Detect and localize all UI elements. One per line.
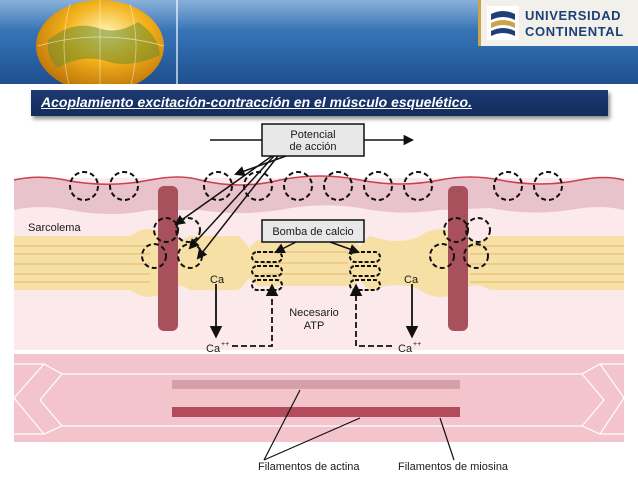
globe-logo <box>36 0 178 84</box>
logo-text-line2: CONTINENTAL <box>525 24 624 39</box>
myosin-filament-bar <box>172 407 460 417</box>
sarcolemma-edge <box>13 175 625 186</box>
label-ca-ion-left: Ca <box>206 343 221 355</box>
calcium-release-arrows <box>209 284 419 339</box>
university-logo: UNIVERSIDAD CONTINENTAL <box>478 0 638 46</box>
t-tubule-left <box>158 186 178 331</box>
label-filamentos-actina: Filamentos de actina <box>258 461 360 473</box>
muscle-diagram: Potencial de acción Sarcolema Bomba de c… <box>13 123 625 473</box>
actin-filament-bar <box>172 380 460 389</box>
action-potential-loops <box>69 171 563 269</box>
calcium-pump-pointer-arrows <box>274 241 360 255</box>
reticulum-tubules <box>14 245 624 283</box>
t-tubule-right <box>448 186 468 331</box>
logo-text-line1: UNIVERSIDAD <box>525 8 622 23</box>
action-potential-pointer-arrows <box>174 155 287 260</box>
label-potencial-2: de acción <box>289 141 336 153</box>
label-filamentos-miosina: Filamentos de miosina <box>398 461 509 473</box>
calcium-pump-left <box>251 251 283 291</box>
label-ca-ion-right: Ca <box>398 343 413 355</box>
label-charge-right: ++ <box>413 341 421 348</box>
calcium-reuptake-paths <box>232 283 392 347</box>
label-atp: ATP <box>304 320 325 332</box>
label-ca-left: Ca <box>210 274 225 286</box>
label-charge-left: ++ <box>221 341 229 348</box>
myofibril-outline <box>13 363 625 435</box>
slide-title-bar: Acoplamiento excitación-contracción en e… <box>31 90 608 116</box>
calcium-pump-box <box>261 219 365 243</box>
label-potencial-1: Potencial <box>290 129 335 141</box>
label-sarcolema: Sarcolema <box>28 222 81 234</box>
myofibril <box>14 354 624 442</box>
header-banner: UNIVERSIDAD CONTINENTAL <box>0 0 638 84</box>
university-emblem-icon <box>487 6 519 40</box>
slide-title: Acoplamiento excitación-contracción en e… <box>41 94 472 110</box>
label-ca-right: Ca <box>404 274 419 286</box>
label-bomba-calcio: Bomba de calcio <box>272 226 353 238</box>
label-necesario: Necesario <box>289 307 339 319</box>
filament-pointer-lines <box>263 389 455 461</box>
